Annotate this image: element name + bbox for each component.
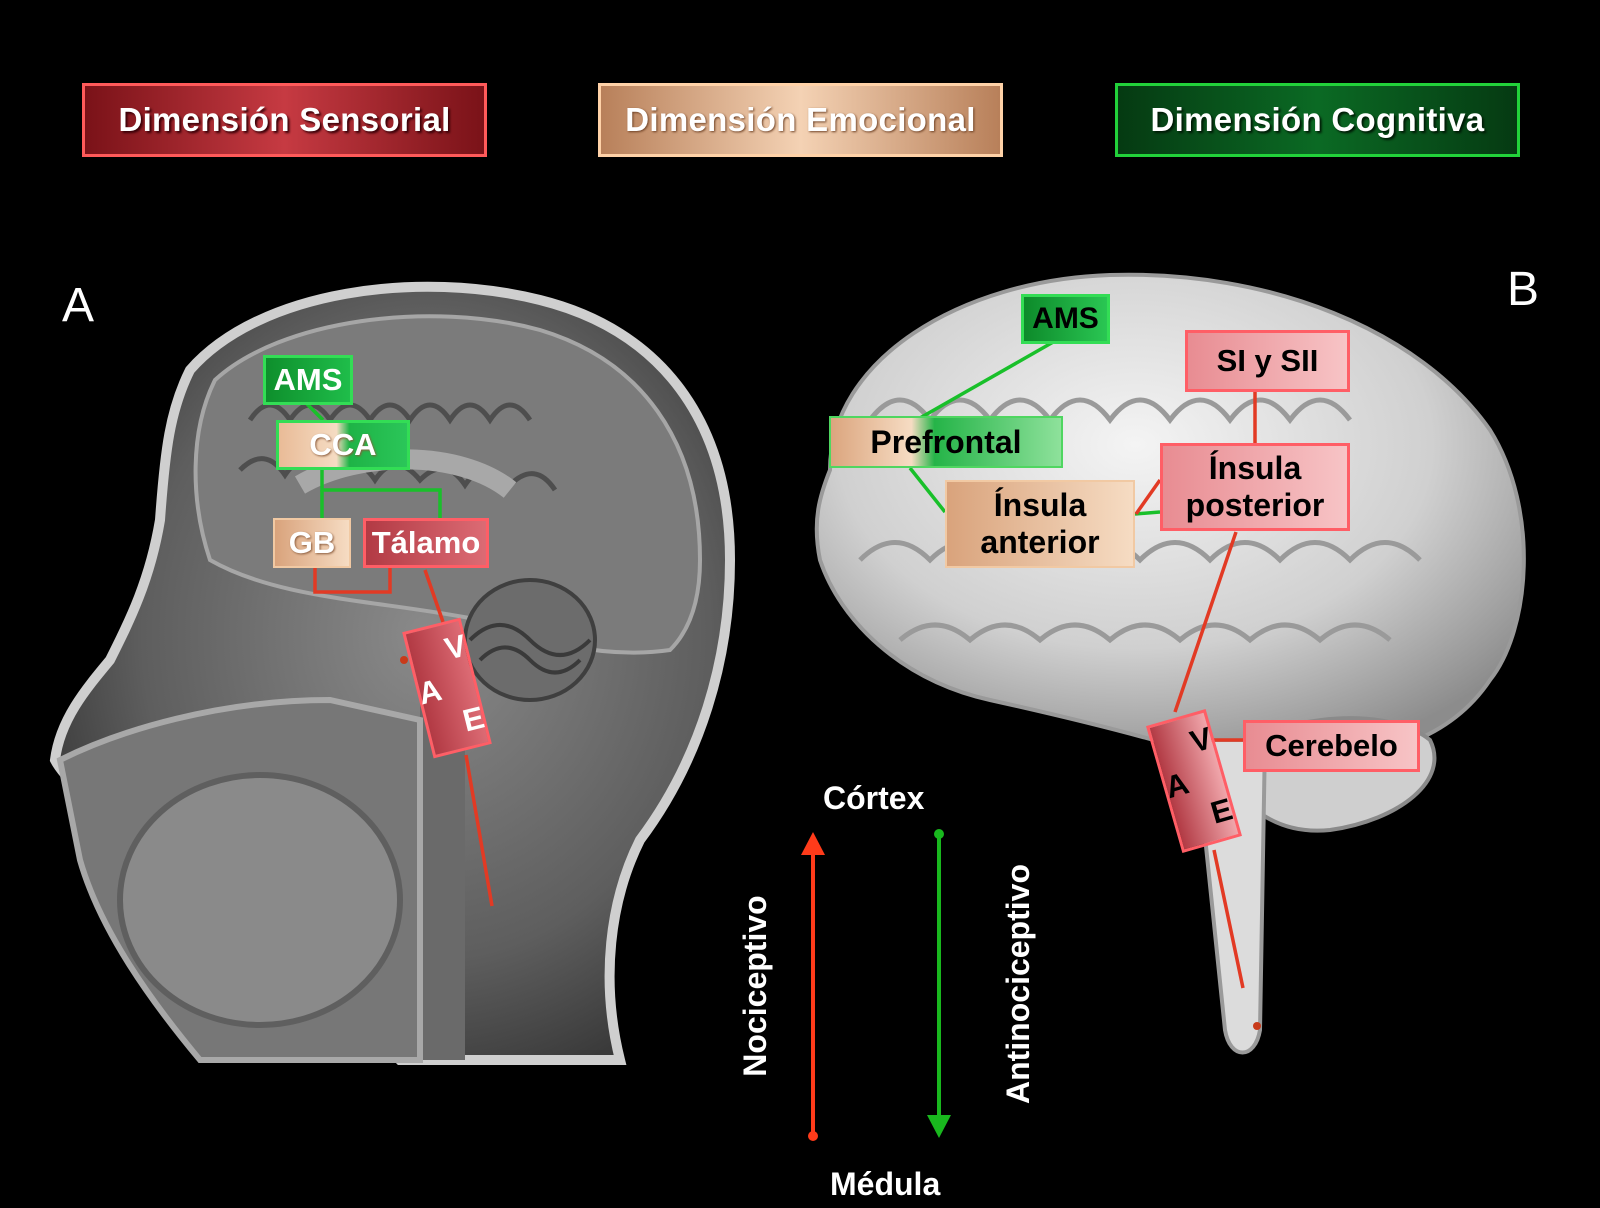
panel-a-connectors	[305, 402, 494, 907]
nociceptive-arrow	[801, 832, 825, 1141]
label-a-cca: CCA	[276, 420, 410, 470]
label-b-cerebelo: Cerebelo	[1243, 720, 1420, 772]
antinociceptive-arrow	[927, 829, 951, 1138]
panel-letter-a: A	[62, 279, 95, 332]
panel-b-connectors	[908, 339, 1257, 989]
axis-bottom-label: Médula	[830, 1166, 941, 1202]
panel-letter-b: B	[1507, 263, 1540, 316]
label-b-si-sii: SI y SII	[1185, 330, 1350, 392]
sagittal-mri-head	[49, 281, 736, 1065]
label-b-prefrontal: Prefrontal	[829, 416, 1063, 468]
label-a-gb: GB	[273, 518, 351, 568]
label-a-talamo: Tálamo	[363, 518, 489, 568]
antinociceptive-label: Antinociceptivo	[1000, 864, 1036, 1105]
label-b-insula-posterior: Ínsula posterior	[1160, 443, 1350, 531]
three-d-brain	[814, 272, 1526, 1055]
nociceptive-label: Nociceptivo	[737, 895, 773, 1077]
axis-top-label: Córtex	[823, 780, 925, 816]
legend-sensorial: Dimensión Sensorial	[82, 83, 487, 157]
legend-cognitiva: Dimensión Cognitiva	[1115, 83, 1520, 157]
label-a-ams: AMS	[263, 355, 353, 405]
label-b-insula-anterior: Ínsula anterior	[945, 480, 1135, 568]
legend-emocional: Dimensión Emocional	[598, 83, 1003, 157]
label-b-ams: AMS	[1021, 294, 1110, 344]
